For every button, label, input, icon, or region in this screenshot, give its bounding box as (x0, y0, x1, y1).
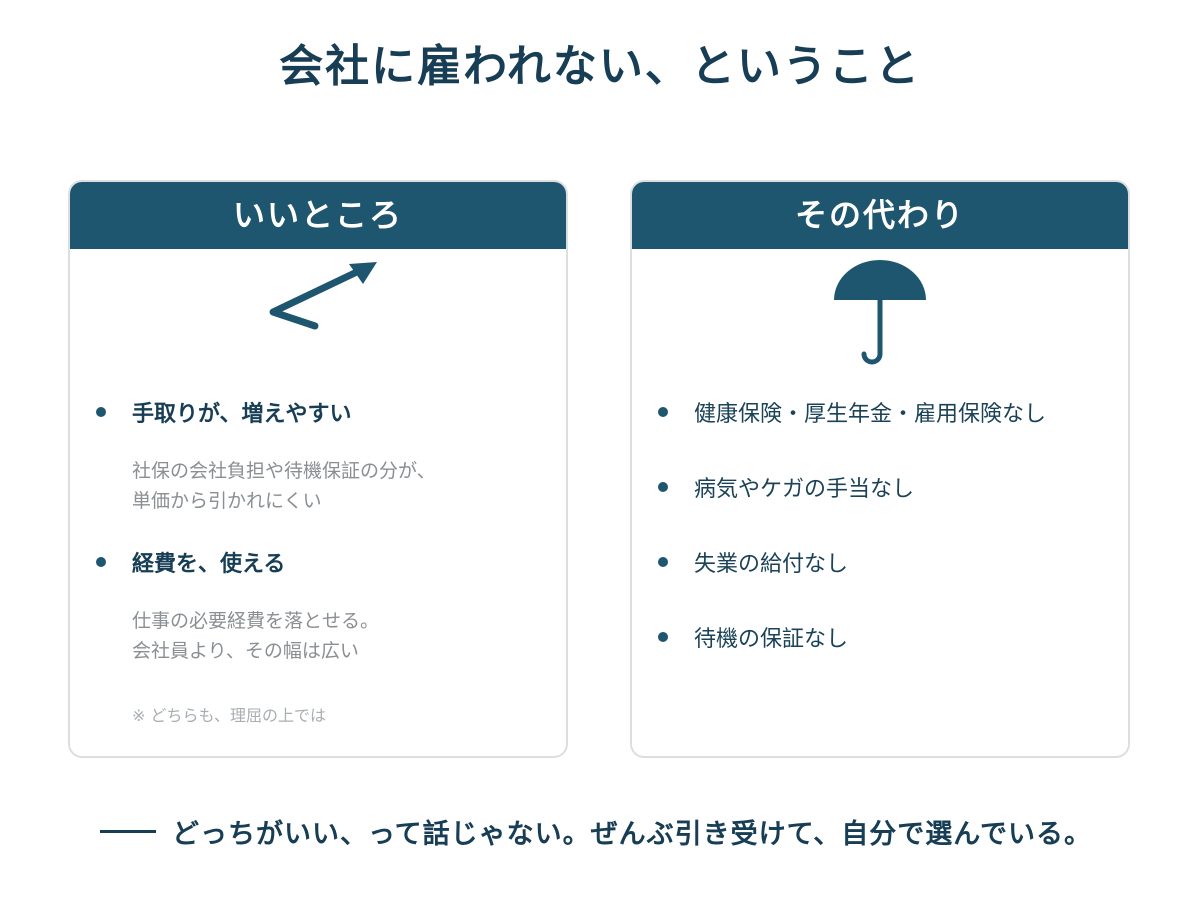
tradeoff-label: 待機の保証なし (694, 627, 849, 652)
card-note: ※ どちらも、理屈の上では (132, 706, 327, 725)
merit-item: 手取りが、増えやすい 社保の会社負担や待機保証の分が、 単価から引かれにくい (96, 396, 546, 516)
merit-item: 経費を、使える 仕事の必要経費を落とせる。 会社員より、その幅は広い (96, 546, 546, 666)
merit-detail-line: 会社員より、その幅は広い (132, 640, 359, 662)
trend-up-arrow-icon (269, 262, 377, 330)
umbrella-icon (834, 260, 926, 365)
tradeoff-label: 病気やケガの手当なし (694, 477, 915, 502)
bullet-dot (658, 632, 668, 642)
card-tradeoffs-header: その代わり (632, 182, 1128, 249)
bullet-dot (96, 557, 106, 567)
merit-label: 手取りが、増えやすい (132, 402, 352, 427)
merit-label: 経費を、使える (132, 552, 286, 577)
tradeoff-label: 失業の給付なし (694, 552, 849, 577)
merit-detail-line: 仕事の必要経費を落とせる。 (132, 610, 380, 632)
bullet-dot (658, 482, 668, 492)
merit-detail: 社保の会社負担や待機保証の分が、 単価から引かれにくい (132, 456, 546, 516)
merit-detail-line: 単価から引かれにくい (132, 490, 322, 512)
card-merits-header: いいところ (70, 182, 566, 249)
card-merits: いいところ 手取りが、増えやすい 社保の会社負担や待機保証の分が、 単価から引か… (68, 180, 568, 758)
tradeoff-item: 病気やケガの手当なし (658, 471, 1108, 503)
tradeoff-item: 失業の給付なし (658, 546, 1108, 578)
bullet-dot (658, 557, 668, 567)
em-dash-rule (100, 830, 156, 833)
bullet-dot (96, 407, 106, 417)
footer-statement: どっちがいい、って話じゃない。ぜんぶ引き受けて、自分で選んでいる。 (100, 812, 1092, 851)
bullet-dot (658, 407, 668, 417)
tradeoff-item: 待機の保証なし (658, 621, 1108, 653)
footer-text: どっちがいい、って話じゃない。ぜんぶ引き受けて、自分で選んでいる。 (172, 819, 1092, 850)
merit-detail: 仕事の必要経費を落とせる。 会社員より、その幅は広い (132, 606, 546, 666)
merit-detail-line: 社保の会社負担や待機保証の分が、 (132, 460, 436, 482)
tradeoff-label: 健康保険・厚生年金・雇用保険なし (694, 402, 1047, 427)
tradeoff-item: 健康保険・厚生年金・雇用保険なし (658, 396, 1108, 428)
page-title: 会社に雇われない、ということ (279, 41, 921, 92)
card-tradeoffs: その代わり 健康保険・厚生年金・雇用保険なし 病気やケガの手当なし 失業の給付な… (630, 180, 1130, 758)
